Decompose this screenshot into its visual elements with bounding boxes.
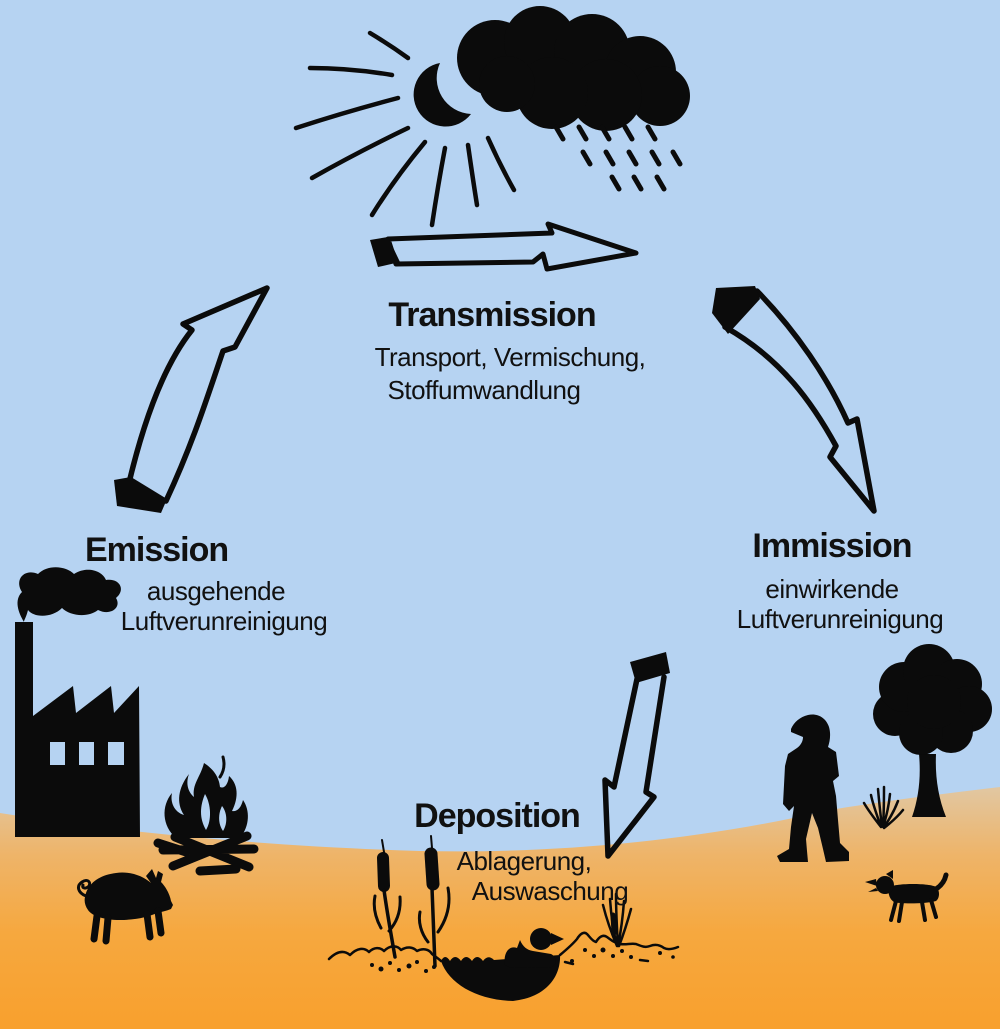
shore-line-right — [558, 931, 680, 957]
immission-subtitle-1: einwirkende — [765, 574, 899, 604]
tree-trunk — [912, 754, 946, 817]
deposition-subtitle-2: Auswaschung — [471, 876, 629, 906]
factory-icon — [15, 567, 140, 837]
immission-subtitle-2: Luftverunreinigung — [736, 604, 944, 634]
emission-subtitle-1: ausgehende — [146, 576, 286, 606]
sun-cloud-rain-icon — [293, 6, 690, 228]
campfire-icon — [153, 755, 259, 876]
transmission-subtitle-1: Transport, Vermischung, — [374, 342, 646, 372]
person-walking-icon — [777, 714, 849, 862]
grass-tuft-icon — [862, 785, 905, 830]
duck-bill — [551, 933, 564, 945]
emission-to-transmission-arrow-icon — [114, 285, 270, 513]
transmission-subtitle-2: Stoffumwandlung — [387, 375, 581, 405]
dog-tail — [933, 872, 949, 892]
pig-tail — [77, 879, 92, 898]
sun-rays — [293, 30, 517, 228]
emission-title: Emission — [85, 531, 229, 569]
dog-icon — [865, 870, 949, 923]
sand-dots — [370, 947, 675, 973]
deposition-subtitle-1: Ablagerung, — [456, 846, 592, 876]
transmission-to-immission-arrow-icon — [712, 286, 877, 514]
duck-icon — [504, 928, 564, 968]
immission-title: Immission — [752, 527, 912, 565]
factory-window — [50, 742, 65, 765]
smoke-icon — [17, 567, 121, 622]
cattail-icon — [372, 835, 451, 968]
immission-to-deposition-arrow-icon — [602, 652, 670, 859]
cloud-icon — [457, 6, 690, 131]
pig-icon — [77, 869, 173, 945]
factory-window — [79, 742, 94, 765]
rain-icon — [553, 124, 683, 192]
fire-logs — [153, 831, 259, 876]
tree-canopy — [873, 644, 992, 755]
deposition-title: Deposition — [414, 797, 581, 835]
transmission-arrow-icon — [370, 221, 639, 272]
tree-icon — [873, 644, 992, 817]
sun-icon — [413, 63, 471, 127]
factory-window — [108, 742, 124, 765]
factory-building — [15, 622, 140, 837]
emission-subtitle-2: Luftverunreinigung — [120, 606, 328, 636]
cattail-small-icon — [601, 892, 633, 948]
pond-duck-icon — [327, 835, 680, 1001]
transmission-title: Transmission — [388, 296, 596, 334]
